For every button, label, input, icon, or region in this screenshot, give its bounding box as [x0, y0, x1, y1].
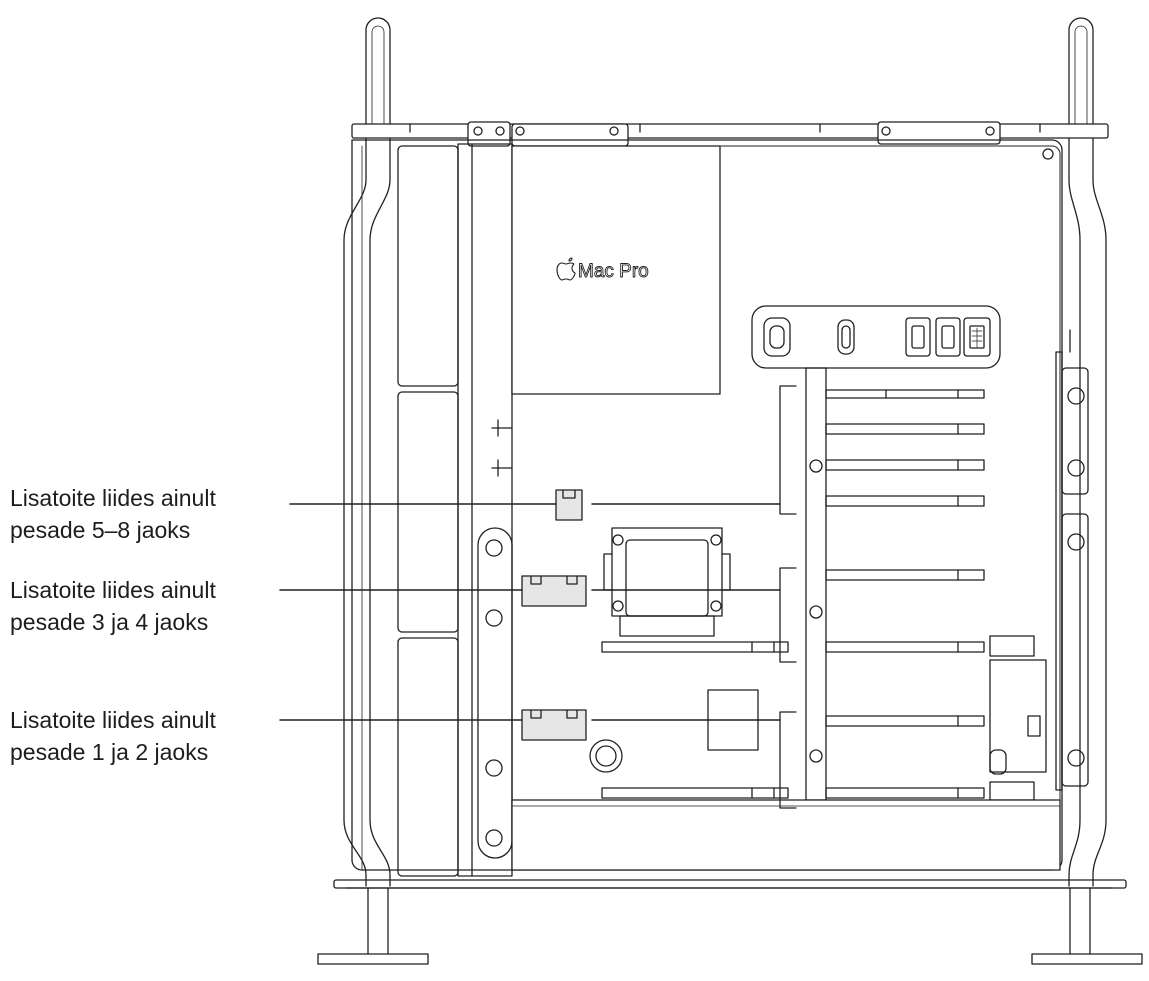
io-card [751, 305, 1001, 369]
aux-power-connector-slots-3-4 [521, 575, 587, 607]
left-foot [317, 887, 429, 965]
mac-pro-logo: Mac Pro [556, 257, 649, 282]
callout-line-2: pesade 1 ja 2 jaoks [10, 739, 209, 765]
left-frame-tube [343, 137, 391, 887]
pcie-slots [601, 389, 985, 799]
fan-bays [397, 145, 459, 877]
bottom-bar [333, 879, 1127, 889]
cpu-socket [603, 527, 731, 637]
top-hinge-brackets [467, 121, 1001, 147]
aux-power-connector-slots-1-2 [521, 709, 587, 741]
power-supply [511, 799, 1061, 871]
callout-line-1: Lisatoite liides ainult [10, 485, 216, 511]
callout-line-2: pesade 3 ja 4 jaoks [10, 609, 209, 635]
right-board-modules [989, 635, 1047, 801]
callout-line-1: Lisatoite liides ainult [10, 707, 216, 733]
mac-pro-cover [511, 145, 721, 395]
callout-line-1: Lisatoite liides ainult [10, 577, 216, 603]
leader-lines [279, 503, 781, 721]
callout-slots-5-8: Lisatoite liides ainult pesade 5–8 jaoks [10, 482, 216, 546]
callout-slots-1-2: Lisatoite liides ainult pesade 1 ja 2 ja… [10, 704, 216, 768]
slot-bracket-5-8 [779, 385, 797, 515]
callout-line-2: pesade 5–8 jaoks [10, 517, 191, 543]
right-frame-tube [1068, 137, 1107, 887]
left-top-handle [365, 17, 391, 125]
apple-logo-icon [556, 257, 576, 281]
pcie-bracket-rail [805, 367, 827, 801]
product-name: Mac Pro [578, 261, 649, 282]
top-bar [351, 123, 1109, 139]
slot-bracket-3-4 [779, 567, 797, 663]
aux-power-connector-slots-5-8 [555, 489, 583, 521]
coin-battery [589, 739, 623, 773]
divider-plate [457, 143, 513, 877]
right-inner-rail [1055, 329, 1089, 791]
callout-slots-3-4: Lisatoite liides ainult pesade 3 ja 4 ja… [10, 574, 216, 638]
slot-bracket-1-2 [779, 711, 797, 809]
right-top-handle [1068, 17, 1094, 125]
right-foot [1031, 887, 1143, 965]
